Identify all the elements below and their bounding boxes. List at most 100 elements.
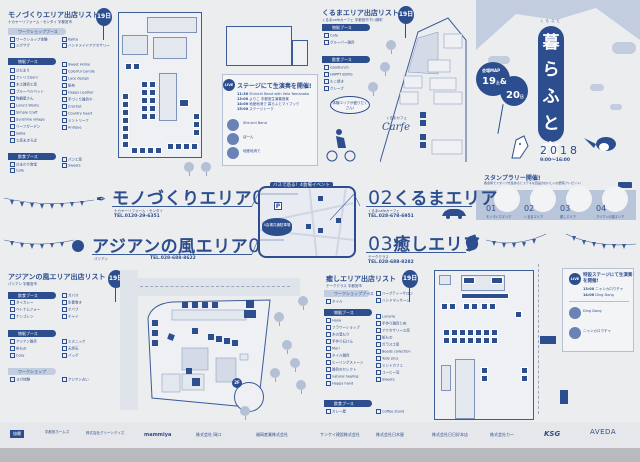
shop-item: ひまわり食堂 (10, 162, 37, 167)
shop-item: Lace design (62, 76, 89, 81)
shop-item: Happy Leather (62, 90, 94, 95)
monozukuri-live-panel: LIVE ステージにて生演奏を開催! 11:30 Shinichi Band w… (222, 74, 318, 166)
stamp-num: 01 (486, 204, 497, 213)
tree-icon (201, 162, 211, 176)
performer-name: 地産地消で (243, 149, 261, 153)
stamp-slot-4 (602, 186, 628, 212)
sponsor-logo: 株式会社 岡口 (196, 432, 222, 437)
kuruma-venue-outline (380, 17, 467, 163)
shop-item: ヨガ体験 (10, 377, 30, 382)
divider (366, 252, 466, 253)
shop-item: Lunaria (376, 314, 395, 319)
shop-item: Hana (326, 318, 341, 323)
date-balloon-large-2 (500, 76, 528, 106)
event-title: 暮らふと市 (542, 33, 560, 161)
shop-item: アクセサリー工房 (376, 328, 410, 333)
shop-item: Antique (62, 125, 82, 130)
table-surface (0, 448, 640, 462)
stamp-slot-1 (494, 186, 520, 212)
stamp-label: 癒しエリア (560, 215, 576, 219)
asian-list: アジアンの風エリア出店リスト パリアン 宇都宮市 (8, 272, 105, 287)
performer-avatar (569, 307, 581, 319)
live-badge: LIVE (223, 79, 235, 91)
tree-icon (282, 340, 292, 354)
live-schedule-row: 14:00 地産地消で 暮らふとマイブック (237, 102, 300, 106)
category-food: 飲食ブース (8, 292, 56, 299)
area-tel: TEL.0120-29-6351 (114, 214, 160, 219)
performer-name: ニャンカロウチャ (583, 329, 611, 333)
mascot-right-icon (584, 137, 616, 151)
workshop-zone (147, 17, 197, 33)
tree-icon (240, 406, 250, 420)
shop-item: ハーブティーサロン (376, 291, 413, 296)
sponsor-logo: 株式会社グリーンデイズ (86, 431, 125, 435)
shop-item: ケバブ (62, 307, 78, 312)
kuruma-list: くるまエリア出店リスト くるまcafeカーフェ 宇都宮市下川俣町 (322, 8, 399, 23)
category-food: 飲食ブース (324, 400, 372, 407)
shop-item: ワークショップ体験 (10, 37, 48, 42)
shop-item: Saika (10, 131, 25, 136)
live-schedule-row: 13:00 ニャンカロウチャ (583, 287, 624, 291)
shop-item: Lune's Works (10, 103, 39, 108)
category-workshop: ワークショップブース (324, 290, 374, 297)
road (120, 278, 300, 296)
performer-avatar (227, 119, 239, 131)
speech-bubble: 体験エリアが盛りだくさん! (330, 96, 370, 114)
bus-tour-map: バスで巡る！4会場イベント P 4会場共通駐車場 (258, 182, 356, 258)
map-label: 会場MAP (482, 68, 501, 73)
stamp-label: アジアンの風エリア (596, 215, 625, 219)
stage-zone (122, 35, 148, 55)
sponsor-logo: サンケイ建設株式会社 (320, 432, 360, 437)
category-food: 飲食ブース (8, 153, 56, 160)
monozukuri-list: モノづくりエリア出店リスト ナカヤーリフォーム・センタイ 宇都宮市 (8, 10, 99, 25)
shared-parking-label: 4会場共通駐車場 (262, 218, 292, 236)
title-ruby: くらふと (540, 19, 562, 23)
kuruma-cafe-label: くるまカフェ (386, 116, 407, 120)
stamp-rally-description: 各会場でスタンプを集めるとステキな賞品のおいしいお野菜プレゼント! (484, 181, 582, 185)
shop-item: ガラス工房 (376, 342, 399, 347)
stamp-slot-3 (566, 186, 592, 212)
stamp-label: くるまエリア (524, 215, 544, 219)
cloud-icon (590, 84, 604, 91)
shop-item: ガパオ (62, 293, 79, 298)
shop-item: 手作り雑貨と布 (376, 321, 407, 326)
tree-icon (298, 296, 308, 310)
live-schedule-row: 13:00 よりこ 宇都宮生演奏音楽 (237, 97, 289, 101)
area-tel: TEL.028-688-8622 (150, 256, 196, 261)
monozukuri-annex-map-2 (292, 40, 308, 66)
tree-icon (270, 368, 280, 382)
live-schedule-row: 14:00 Ding Dong (583, 293, 614, 297)
tree-icon (386, 40, 396, 54)
bus-map-title: バスで巡る！4会場イベント (270, 182, 333, 188)
divider (92, 254, 252, 255)
shop-item: リーフガーデン (10, 124, 40, 129)
iyashi-live-panel: LIVE 特設ステージにて生演奏を開催! 13:00 ニャンカロウチャ 14:0… (562, 268, 634, 352)
area-tel: TEL.028-678-6951 (368, 214, 414, 219)
shop-item: ヒーリングストーン (326, 360, 363, 365)
shop-item: natural healing (326, 374, 359, 379)
bunting-decoration (4, 197, 94, 209)
road (120, 270, 138, 410)
shop-item: ベトナムフォー (10, 307, 40, 312)
shop-item: Cafe (324, 33, 338, 38)
category-goods: 物販ブース (8, 330, 56, 337)
performer-name: ぼーん (243, 135, 254, 139)
shop-item: 雑貨のセレクト (326, 367, 357, 372)
shop-item: 陶器屋さん (10, 96, 34, 101)
shop-item: Sunshine village (10, 117, 45, 122)
booth-marker (560, 390, 568, 404)
connector-lines (251, 193, 361, 255)
shop-item: Sweet Home (62, 62, 90, 67)
shop-item: Crochet (62, 104, 82, 109)
shop-item: ハンドメイドアクセサリー (62, 43, 110, 48)
shop-item: 紙もの (376, 335, 393, 340)
cloud-icon (612, 42, 636, 54)
area-venue: くるまcafeカーフェ (368, 209, 400, 213)
sponsor-logo: 株式会社カー (490, 432, 514, 437)
iyashi-list-subtitle: テーククラス 宇都宮市 (326, 284, 362, 288)
area-venue: テーククラス (368, 255, 389, 259)
shop-item: バッグ (62, 353, 79, 358)
carfe-logo: Carfe (382, 122, 411, 133)
shop-item: Tody plus (376, 356, 398, 361)
performer-avatar (227, 147, 239, 159)
